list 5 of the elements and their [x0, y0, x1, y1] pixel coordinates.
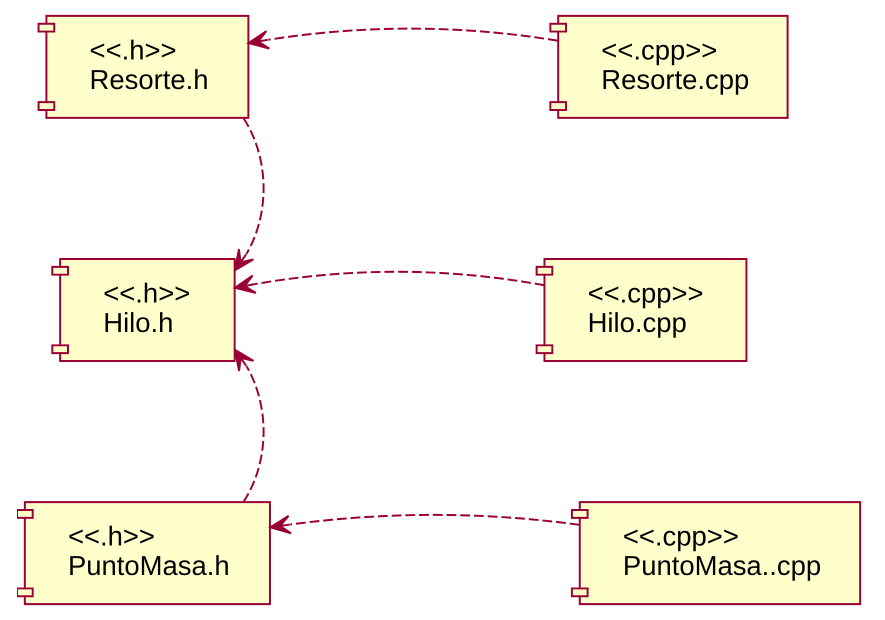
arrow	[234, 348, 264, 502]
arrow	[269, 514, 580, 534]
arrow	[234, 270, 545, 294]
arrow	[234, 118, 264, 272]
arrow	[248, 28, 558, 50]
